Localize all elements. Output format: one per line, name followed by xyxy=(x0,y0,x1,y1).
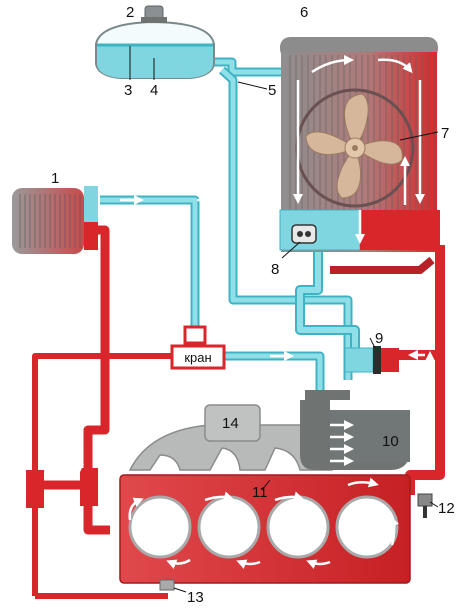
engine-block xyxy=(119,474,411,591)
manifold-plenum xyxy=(204,404,261,442)
flow-arrows xyxy=(74,55,435,569)
cylinder-2 xyxy=(197,495,261,559)
heater-core xyxy=(12,186,98,254)
heater-valve: кран xyxy=(170,325,226,370)
label-2: 2 xyxy=(126,4,134,21)
temp-sensor xyxy=(417,493,433,518)
label-9: 9 xyxy=(375,330,383,347)
label-7: 7 xyxy=(441,125,449,142)
label-8: 8 xyxy=(271,261,279,278)
fan xyxy=(305,93,403,199)
label-5: 5 xyxy=(268,82,276,99)
label-4: 4 xyxy=(150,82,158,99)
cylinder-4 xyxy=(335,495,399,559)
cylinder-3 xyxy=(266,495,330,559)
cylinder-1 xyxy=(128,495,192,559)
heater-supply-hose xyxy=(83,225,110,535)
label-14: 14 xyxy=(222,415,239,432)
cylinders xyxy=(128,495,399,559)
drain-loop-hose xyxy=(32,353,175,596)
drain-plug xyxy=(159,579,175,591)
label-12: 12 xyxy=(438,500,455,517)
hose-clamps xyxy=(26,468,98,508)
label-1: 1 xyxy=(51,170,59,187)
fan-sensor xyxy=(291,224,317,244)
label-13: 13 xyxy=(187,589,204,606)
thermostat xyxy=(344,346,399,374)
label-11: 11 xyxy=(252,484,268,501)
label-10: 10 xyxy=(382,433,399,450)
intake-manifold xyxy=(128,404,339,471)
valve-to-pump-hose xyxy=(225,351,325,395)
label-3: 3 xyxy=(124,82,132,99)
number-labels: 1 2 3 4 5 6 7 8 9 10 11 12 13 14 xyxy=(51,4,455,606)
expansion-tank xyxy=(95,5,215,79)
radiator-hot-box xyxy=(360,210,440,250)
leader-lines xyxy=(129,46,439,593)
heater-return-hose xyxy=(100,195,200,328)
label-6: 6 xyxy=(300,4,308,21)
valve-label: кран xyxy=(184,350,211,365)
